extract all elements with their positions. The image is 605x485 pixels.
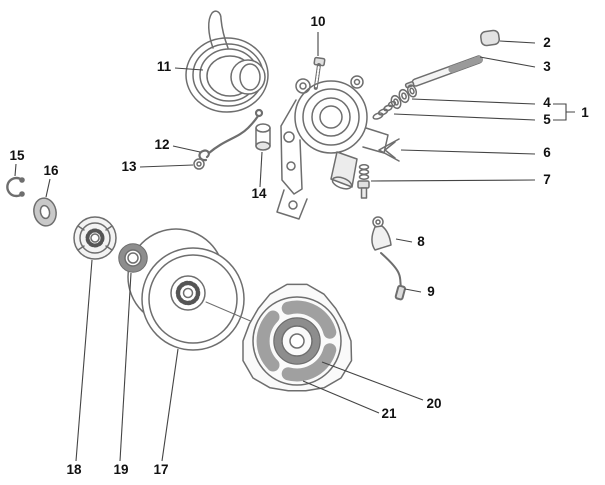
small-spring-part [372,100,397,120]
oil-line-part [198,108,264,162]
clutch-assembly-part [242,283,353,392]
pump-housing-part [276,75,389,220]
callout-11-label: 11 [157,59,172,74]
callout-10-label: 10 [310,14,325,29]
callout-17-label: 17 [153,462,168,477]
callout-8-label: 8 [417,234,425,249]
callout-21-label: 21 [381,406,397,421]
callout-2-label: 2 [543,35,551,50]
boot-part [371,216,392,251]
callout-3-label: 3 [543,59,551,74]
callout-7-label: 7 [543,172,551,187]
callout-6-label: 6 [543,145,551,160]
pickup-sleeve-part [255,123,271,151]
callout-5-label: 5 [543,112,551,127]
callout-12-label: 12 [154,137,169,152]
callout-14-label: 14 [251,186,267,201]
washer-set-part [390,84,418,110]
cap-part [480,29,500,47]
needle-bearing-part [118,243,148,273]
callout-labels: 1 2 3 4 5 6 7 8 9 10 11 12 13 14 15 16 1… [9,14,589,477]
callout-4-label: 4 [543,95,551,110]
clip-part [378,138,400,162]
callout-1-label: 1 [581,105,589,120]
callout-13-label: 13 [121,159,137,174]
grommet-part [193,158,205,170]
callout-19-label: 19 [113,462,128,477]
valve-screw-part [357,164,370,199]
spacer-washer-part [33,197,57,227]
coil-spring-part [185,10,269,113]
circlip-part [6,176,25,198]
callout-16-label: 16 [43,163,59,178]
callout-9-label: 9 [427,284,435,299]
callout-20-label: 20 [426,396,441,411]
callout-15-label: 15 [9,148,25,163]
clutch-drum-part [127,228,245,351]
clutch-hub-part [73,216,117,260]
callout-18-label: 18 [66,462,82,477]
leader-lines [14,32,575,462]
pump-shaft-part [404,55,484,89]
wire-part [380,252,406,301]
